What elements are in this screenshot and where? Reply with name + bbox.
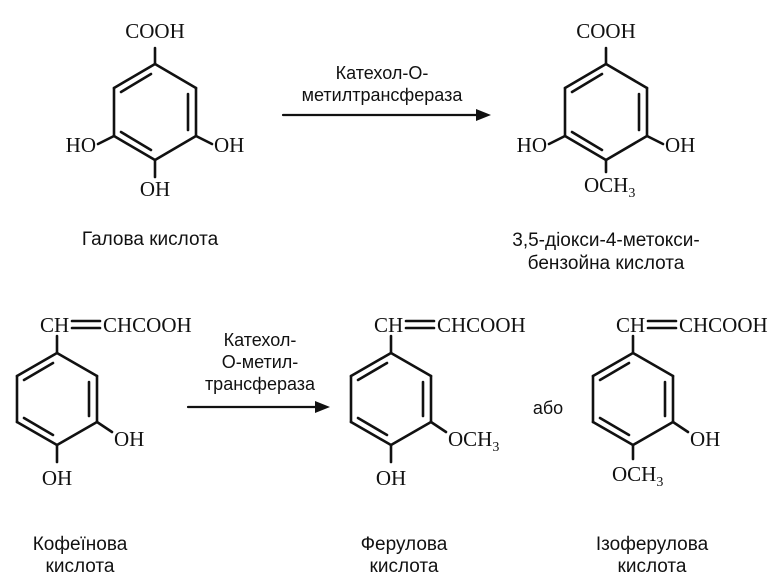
carboxyl-group: COOH: [125, 19, 185, 43]
or-connector: або: [533, 398, 563, 418]
hydroxyl-group-right: OH: [114, 427, 144, 451]
enzyme-label-line-2: метилтрансфераза: [302, 85, 464, 105]
hydroxyl-group-bottom: OH: [140, 177, 170, 201]
enzyme-label-line-1: Катехол-О-: [336, 63, 429, 83]
product1-name-line-2: бензойна кислота: [528, 253, 685, 274]
chain-ch: CH: [40, 313, 69, 337]
isoferulic-acid-structure: CH CHCOOH OH OCH3: [591, 313, 768, 490]
hydroxyl-group-left: HO: [66, 133, 96, 157]
carboxyl-group: COOH: [576, 19, 636, 43]
chain-ch: CH: [616, 313, 645, 337]
gallic-acid-name: Галова кислота: [82, 229, 219, 250]
product1-name-line-1: 3,5-діокси-4-метокси-: [512, 230, 700, 251]
chain-chcooh: CHCOOH: [437, 313, 526, 337]
enzyme2-label-line-2: О-метил-: [222, 352, 299, 372]
hydroxyl-group-right: OH: [690, 427, 720, 451]
hydroxyl-group-right: OH: [665, 133, 695, 157]
hydroxyl-group-right: OH: [214, 133, 244, 157]
caffeic-acid-structure: CH CHCOOH OH OH: [15, 313, 192, 490]
benzene-ring: [15, 319, 114, 464]
benzene-ring: [547, 46, 665, 174]
hydroxyl-group-left: HO: [517, 133, 547, 157]
methoxy-group: OCH3: [448, 427, 499, 455]
benzene-ring: [591, 319, 690, 461]
isoferulic-acid-name-line-2: кислота: [618, 556, 687, 577]
ferulic-acid-structure: CH CHCOOH OCH3 OH: [349, 313, 526, 490]
chain-chcooh: CHCOOH: [679, 313, 768, 337]
ferulic-acid-name-line-2: кислота: [370, 556, 439, 577]
chain-chcooh: CHCOOH: [103, 313, 192, 337]
benzene-ring: [349, 319, 448, 464]
dihydroxymethoxybenzoic-acid-structure: COOH HO OH OCH3: [517, 19, 696, 201]
isoferulic-acid-name-line-1: Ізоферулова: [596, 534, 709, 555]
enzyme2-label-line-3: трансфераза: [205, 374, 316, 394]
ferulic-acid-name-line-1: Ферулова: [361, 534, 448, 555]
hydroxyl-group-bottom: OH: [42, 466, 72, 490]
caffeic-acid-name-line-2: кислота: [46, 556, 115, 577]
enzyme2-label-line-1: Катехол-: [224, 330, 297, 350]
methoxy-group: OCH3: [612, 462, 663, 490]
chain-ch: CH: [374, 313, 403, 337]
arrowhead-icon: [476, 109, 491, 121]
reaction1-arrow: [281, 109, 491, 121]
reaction2-arrow: [186, 401, 330, 413]
hydroxyl-group-bottom: OH: [376, 466, 406, 490]
methoxy-group: OCH3: [584, 173, 635, 201]
benzene-ring: [96, 46, 214, 179]
arrowhead-icon: [315, 401, 330, 413]
caffeic-acid-name-line-1: Кофеїнова: [33, 534, 128, 555]
gallic-acid-structure: COOH HO OH OH: [66, 19, 245, 201]
